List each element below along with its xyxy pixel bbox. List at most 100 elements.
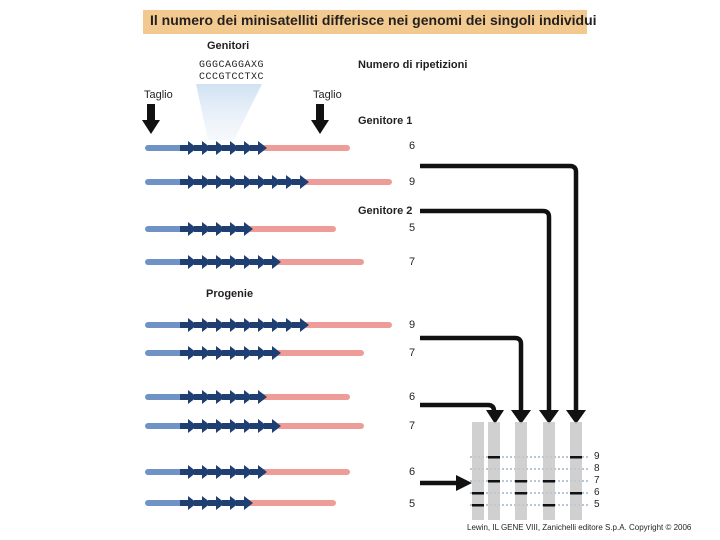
repeat-unit-arrow <box>194 318 211 332</box>
gel-band <box>515 480 527 483</box>
repeat-unit-arrow <box>194 346 211 360</box>
gel-lane-3 <box>515 422 527 520</box>
repeat-unit-arrow <box>208 346 225 360</box>
left-flank <box>145 179 184 185</box>
repeat-unit-arrow <box>222 255 239 269</box>
sequence-top-strand: GGGCAGGAXG <box>199 60 265 71</box>
cut-right-arrow <box>311 104 329 134</box>
right-flank <box>272 259 364 265</box>
repeat-unit-arrow <box>236 222 253 236</box>
repeat-unit-arrow <box>236 419 253 433</box>
dna-molecule-row-10 <box>145 496 336 510</box>
repeat-unit-arrow <box>194 255 211 269</box>
right-flank <box>258 469 350 475</box>
right-flank <box>300 179 392 185</box>
repeat-count-5: 9 <box>409 319 416 331</box>
repeat-unit-arrow <box>208 175 225 189</box>
repeat-unit-arrow <box>222 419 239 433</box>
gel-size-label-7: 7 <box>594 475 600 486</box>
right-flank <box>300 322 392 328</box>
dna-molecule-row-3 <box>145 222 336 236</box>
dna-molecule-row-9 <box>145 465 350 479</box>
dna-molecule-row-5 <box>145 318 392 332</box>
parents-label: Genitori <box>207 40 250 52</box>
connector-parent2-row1 <box>420 208 552 412</box>
repeat-unit-arrow <box>264 255 281 269</box>
repeat-unit-arrow <box>250 390 267 404</box>
repeat-unit-arrow <box>222 465 239 479</box>
gel-lane-2 <box>488 422 500 520</box>
gel-band <box>472 504 484 507</box>
repeat-unit-arrow <box>264 419 281 433</box>
repeat-unit-arrow <box>250 346 267 360</box>
repeat-unit-arrow <box>222 141 239 155</box>
dna-molecule-row-6 <box>145 346 364 360</box>
left-flank <box>145 469 184 475</box>
repeat-unit-arrow <box>180 222 197 236</box>
sequence-bottom-strand: CCCGTCCTXC <box>199 72 265 83</box>
repeat-unit-arrow <box>250 255 267 269</box>
connector-parent1-row1 <box>420 163 579 412</box>
gel-band <box>570 492 582 495</box>
cut-left-arrow <box>142 104 160 134</box>
repeat-unit-arrow <box>180 318 197 332</box>
repeat-count-10: 5 <box>409 498 416 510</box>
right-flank <box>244 226 336 232</box>
repeat-unit-arrow <box>222 175 239 189</box>
gel-size-label-9: 9 <box>594 451 600 462</box>
repeat-unit-arrow <box>292 318 309 332</box>
repeat-unit-arrow <box>180 175 197 189</box>
gel-band <box>543 480 555 483</box>
repeat-unit-arrow <box>222 346 239 360</box>
gel-lane-4 <box>543 422 555 520</box>
repeat-unit-arrow <box>264 346 281 360</box>
gel-size-label-6: 6 <box>594 487 600 498</box>
repeat-unit-arrow <box>180 419 197 433</box>
repeat-unit-arrow <box>194 419 211 433</box>
gel-size-label-8: 8 <box>594 463 600 474</box>
repeat-unit-arrow <box>194 496 211 510</box>
dna-molecule-row-8 <box>145 419 364 433</box>
repeat-unit-arrow <box>194 141 211 155</box>
copyright-credit: Lewin, IL GENE VIII, Zanichelli editore … <box>467 523 692 532</box>
repeat-unit-arrow <box>236 255 253 269</box>
parent2-label: Genitore 2 <box>358 205 413 217</box>
repeat-count-header: Numero di ripetizioni <box>358 59 468 71</box>
repeat-unit-arrow <box>208 465 225 479</box>
repeat-unit-arrow <box>236 318 253 332</box>
repeat-unit-arrow <box>208 318 225 332</box>
repeat-unit-arrow <box>180 496 197 510</box>
repeat-unit-arrow <box>208 255 225 269</box>
repeat-unit-arrow <box>180 141 197 155</box>
right-flank <box>258 145 350 151</box>
repeat-count-1: 6 <box>409 140 416 152</box>
repeat-unit-arrow <box>180 465 197 479</box>
gel-band <box>488 480 500 483</box>
left-flank <box>145 500 184 506</box>
repeat-unit-arrow <box>236 175 253 189</box>
repeat-unit-arrow <box>208 222 225 236</box>
repeat-unit-arrow <box>250 175 267 189</box>
repeat-unit-arrow <box>250 419 267 433</box>
connector-progeny-row3 <box>420 402 497 414</box>
repeat-unit-arrow <box>222 222 239 236</box>
gel-band <box>515 492 527 495</box>
repeat-unit-arrow <box>194 222 211 236</box>
repeat-unit-arrow <box>236 346 253 360</box>
gel-band <box>570 456 582 459</box>
parent1-label: Genitore 1 <box>358 115 413 127</box>
repeat-unit-arrow <box>236 496 253 510</box>
gel-lane-5 <box>570 422 582 520</box>
dna-molecule-row-7 <box>145 390 350 404</box>
left-flank <box>145 226 184 232</box>
gel-lane-1 <box>472 422 484 520</box>
repeat-unit-arrow <box>250 465 267 479</box>
diagram-title: Il numero dei minisatelliti differisce n… <box>150 12 597 28</box>
right-flank <box>244 500 336 506</box>
repeat-unit-arrow <box>194 390 211 404</box>
repeat-unit-arrow <box>208 390 225 404</box>
left-flank <box>145 322 184 328</box>
repeat-unit-arrow <box>250 318 267 332</box>
repeat-unit-arrow <box>236 390 253 404</box>
cut-right-label: Taglio <box>313 89 342 101</box>
